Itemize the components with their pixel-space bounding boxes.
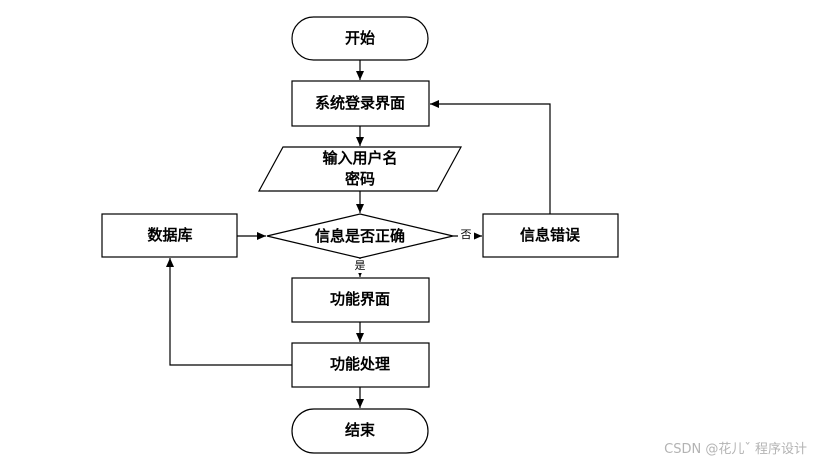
edge-no-label: 否 — [461, 228, 472, 241]
database-node: 数据库 — [101, 213, 238, 258]
login-node: 系统登录界面 — [291, 80, 430, 127]
database-label: 数据库 — [147, 226, 192, 244]
input-node: 输入用户名 密码 — [257, 146, 463, 192]
input-label-line2: 密码 — [345, 170, 375, 188]
login-label: 系统登录界面 — [315, 94, 405, 112]
arrow-func-proc-to-database — [166, 258, 292, 366]
func-ui-node: 功能界面 — [291, 277, 430, 323]
start-node: 开始 — [291, 16, 429, 61]
error-label: 信息错误 — [520, 226, 581, 244]
edge-yes-label: 是 — [355, 259, 366, 272]
arrow-error-to-login — [430, 100, 551, 214]
check-node: 信息是否正确 — [266, 213, 454, 259]
start-label: 开始 — [345, 29, 375, 47]
yes-label-bg — [352, 259, 368, 273]
func-proc-label: 功能处理 — [330, 355, 390, 373]
watermark: CSDN @花儿ˇ 程序设计 — [664, 442, 807, 457]
check-label: 信息是否正确 — [315, 227, 405, 245]
func-ui-label: 功能界面 — [330, 290, 390, 308]
error-node: 信息错误 — [482, 213, 619, 258]
func-proc-node: 功能处理 — [291, 342, 430, 388]
end-label: 结束 — [345, 421, 376, 439]
no-label-bg — [458, 228, 474, 243]
input-label-line1: 输入用户名 — [322, 149, 397, 167]
end-node: 结束 — [291, 408, 429, 454]
